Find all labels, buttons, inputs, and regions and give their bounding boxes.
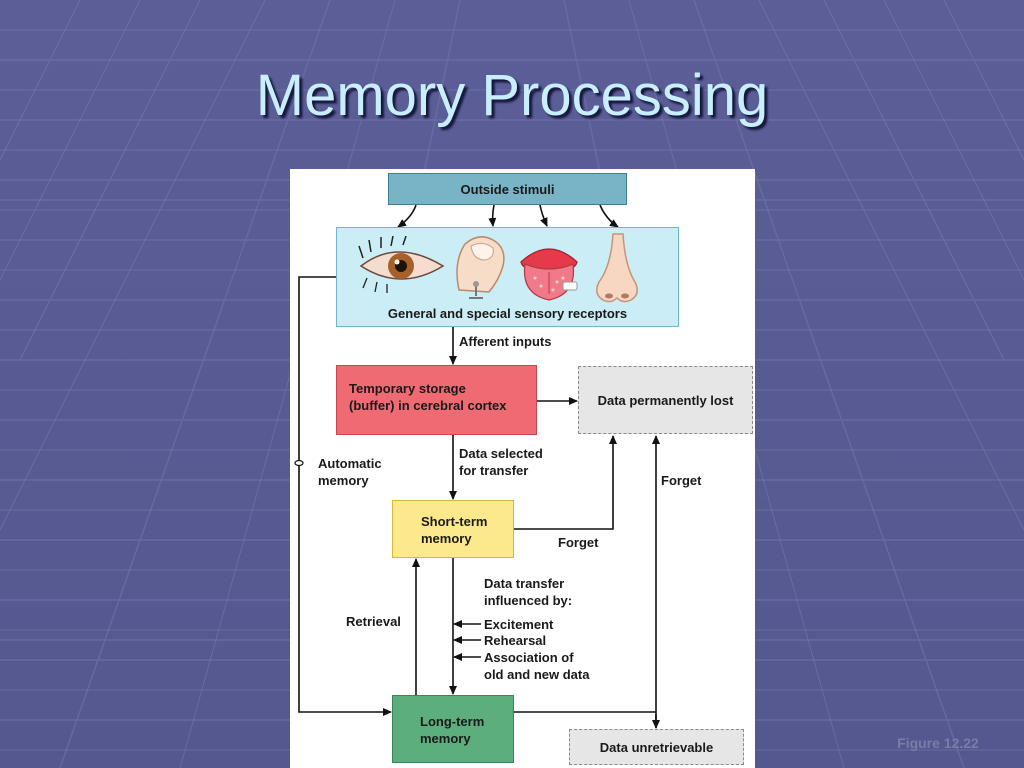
short-forget-arrow xyxy=(514,435,617,530)
transfer-heading-line2: influenced by: xyxy=(484,593,573,608)
factor-association-line2: old and new data xyxy=(484,667,590,682)
short-term-memory-box: Short-term memory xyxy=(392,500,514,558)
diagram-connectors xyxy=(294,204,660,729)
factor-rehearsal: Rehearsal xyxy=(484,633,547,648)
transfer-heading-line1: Data transfer xyxy=(484,576,565,591)
figure-label: Figure 12.22 xyxy=(897,735,979,751)
data-selected-label-line1: Data selected xyxy=(459,446,543,461)
memory-processing-diagram: Outside stimuli General an xyxy=(290,169,755,768)
sensory-receptors-box: General and special sensory receptors xyxy=(336,227,679,327)
automatic-memory-label-line1: Automatic xyxy=(318,456,382,471)
data-unretrievable-box: Data unretrievable xyxy=(569,729,744,765)
stimuli-arrow-2 xyxy=(488,204,497,227)
afferent-inputs-label: Afferent inputs xyxy=(459,334,552,349)
temporary-storage-label-line1: Temporary storage xyxy=(349,381,466,396)
nose-icon xyxy=(596,233,638,303)
data-permanently-lost-box: Data permanently lost xyxy=(578,366,753,434)
outside-stimuli-box: Outside stimuli xyxy=(388,173,627,205)
stimuli-arrow-3 xyxy=(539,204,548,227)
temporary-storage-label-line2: (buffer) in cerebral cortex xyxy=(349,398,507,413)
slide-title: Memory Processing xyxy=(255,63,769,128)
tongue-icon xyxy=(520,248,578,301)
short-term-label-line1: Short-term xyxy=(421,514,488,529)
retrieval-label: Retrieval xyxy=(346,614,401,629)
eye-icon xyxy=(358,236,445,293)
forget-long-term-label: Forget xyxy=(661,473,702,488)
stimuli-arrow-1 xyxy=(397,204,417,228)
long-term-memory-box: Long-term memory xyxy=(392,695,514,763)
long-term-label-line2: memory xyxy=(420,731,471,746)
automatic-memory-label-line2: memory xyxy=(318,473,369,488)
factor-association-line1: Association of xyxy=(484,650,574,665)
long-term-label-line1: Long-term xyxy=(420,714,485,729)
automatic-memory-arrow xyxy=(298,276,392,716)
factor-excitement: Excitement xyxy=(484,617,554,632)
stimuli-arrow-4 xyxy=(599,204,619,228)
automatic-memory-connector xyxy=(294,459,304,467)
forget-short-term-label: Forget xyxy=(558,535,599,550)
sensory-receptors-label: General and special sensory receptors xyxy=(387,306,628,321)
fingertip-icon xyxy=(456,236,505,299)
data-selected-label-line2: for transfer xyxy=(459,463,529,478)
short-term-label-line2: memory xyxy=(421,531,472,546)
temporary-storage-box: Temporary storage (buffer) in cerebral c… xyxy=(336,365,537,435)
